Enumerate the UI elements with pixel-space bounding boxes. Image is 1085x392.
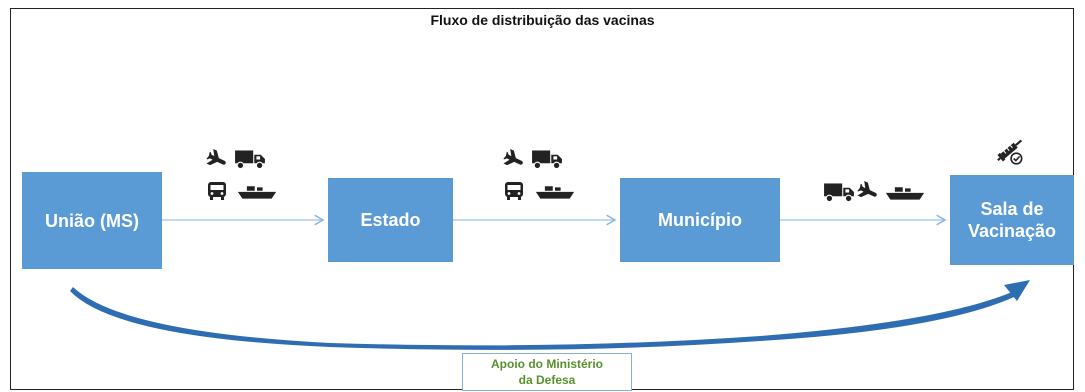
transport-icons-uniao-estado xyxy=(206,148,277,200)
bus-icon xyxy=(505,182,523,200)
syringe-icon xyxy=(994,136,1025,165)
airplane-icon xyxy=(503,148,527,171)
support-curved-arrow xyxy=(70,280,1030,350)
node-municipio: Município xyxy=(620,178,780,262)
truck-icon xyxy=(531,149,563,170)
airplane-icon xyxy=(857,180,881,203)
truck-icon xyxy=(823,182,855,203)
transport-icons-municipio-sala xyxy=(823,180,925,203)
node-sala-vacinacao: Sala de Vacinação xyxy=(950,175,1074,265)
support-label-box: Apoio do Ministério da Defesa xyxy=(462,353,632,391)
bus-icon xyxy=(208,182,226,200)
node-municipio-label: Município xyxy=(658,210,742,230)
node-sala-label: Sala de Vacinação xyxy=(967,199,1057,241)
node-estado: Estado xyxy=(328,178,453,262)
truck-icon xyxy=(234,149,266,170)
node-uniao-label: União (MS) xyxy=(45,210,139,231)
ship-icon xyxy=(885,187,925,200)
transport-icons-estado-municipio xyxy=(503,148,575,200)
node-estado-label: Estado xyxy=(360,210,421,230)
ship-icon xyxy=(237,186,277,199)
node-uniao: União (MS) xyxy=(22,172,162,269)
airplane-icon xyxy=(206,148,230,171)
diagram-title: Fluxo de distribuição das vacinas xyxy=(430,12,655,28)
ship-icon xyxy=(535,186,575,199)
